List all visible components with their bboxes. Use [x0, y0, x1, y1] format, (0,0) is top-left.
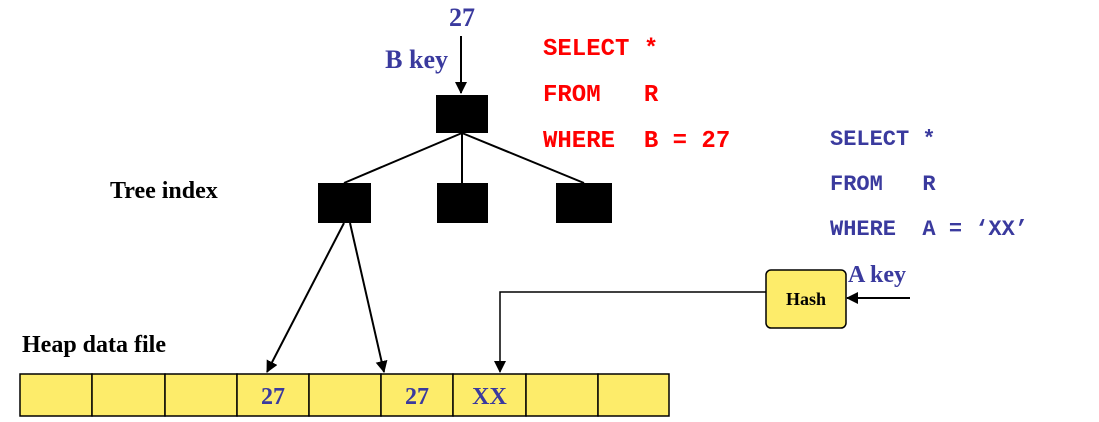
tree-child-node-right [556, 183, 612, 223]
hash-key-label: A key [848, 262, 906, 288]
heap-label: Heap data file [22, 332, 166, 358]
query-b-line2: FROM R [543, 82, 659, 109]
heap-cell-value: 27 [261, 384, 285, 410]
tree-pointer-arrow-1 [266, 222, 345, 373]
heap-cell [525, 373, 599, 417]
tree-index-label: Tree index [110, 178, 218, 204]
heap-cell [597, 373, 670, 417]
tree-child-node-left [318, 183, 371, 223]
heap-cell [236, 373, 310, 417]
tree-pointer-arrow-2 [349, 222, 388, 373]
hash-label: Hash [786, 289, 826, 309]
tree-child-node-middle [437, 183, 488, 223]
hash-pointer-arrow [494, 291, 766, 373]
heap-cell-value: 27 [405, 384, 429, 410]
query-b-line1: SELECT * [543, 36, 658, 63]
heap-cell [91, 373, 166, 417]
heap-cell [19, 373, 93, 417]
tree-key-label: B key [385, 45, 448, 74]
heap-cell [164, 373, 238, 417]
query-a: SELECT * FROM R WHERE A = ‘XX’ [830, 127, 1028, 242]
query-b: SELECT * FROM R WHERE B = 27 [543, 36, 730, 155]
heap-cell [452, 373, 527, 417]
heap-cell [380, 373, 454, 417]
tree-edge-left [343, 132, 463, 184]
tree-edge-right [461, 132, 585, 184]
heap-cell-value: XX [472, 384, 507, 410]
query-b-line3: WHERE B = 27 [543, 128, 730, 155]
tree-key-value: 27 [449, 3, 475, 32]
query-a-line2: FROM R [830, 172, 936, 197]
tree-root-node [436, 95, 488, 133]
query-a-line3: WHERE A = ‘XX’ [830, 217, 1028, 242]
heap-cell [308, 373, 382, 417]
heap-data-file: 27 27 XX [19, 373, 670, 417]
query-a-line1: SELECT * [830, 127, 936, 152]
